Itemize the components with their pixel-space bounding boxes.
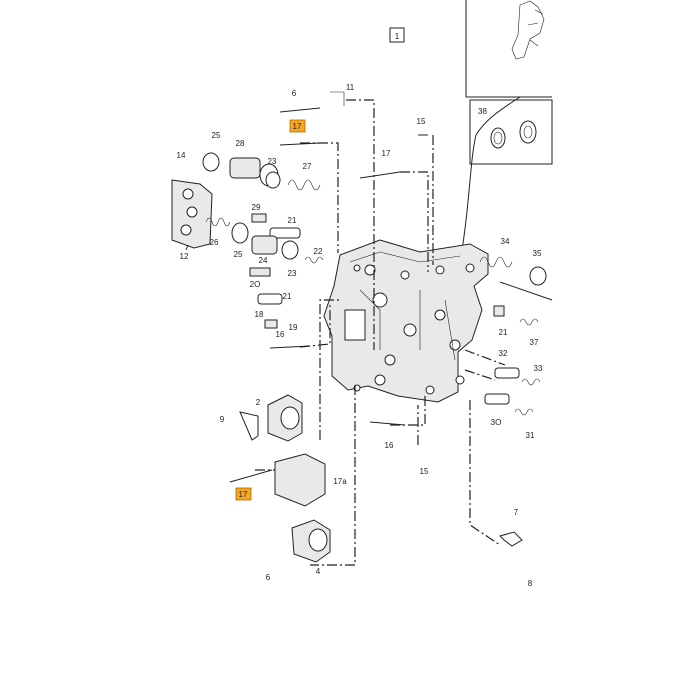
part-label: 17a [333, 477, 347, 486]
left-components [202, 91, 428, 483]
part-label: 29 [252, 203, 261, 212]
part-label: 15 [420, 467, 429, 476]
view-tag-label: 1 [395, 32, 400, 41]
right-components [479, 256, 553, 416]
part-label: 16 [276, 330, 285, 339]
part-label: 21 [283, 292, 292, 301]
part-label: 7 [514, 508, 519, 517]
part-label: 32 [499, 349, 508, 358]
seal-inset: 38 [469, 99, 553, 165]
part-label: 9 [220, 415, 225, 424]
part-label: 23 [268, 157, 277, 166]
part-label: 22 [314, 247, 323, 256]
left-cover-plate [171, 179, 213, 251]
part-label: 24 [259, 256, 268, 265]
part-label: 27 [303, 162, 312, 171]
part-label-highlighted: 17 [293, 122, 302, 131]
part-label: 35 [533, 249, 542, 258]
part-label: 6 [266, 573, 271, 582]
part-label: 21 [288, 216, 297, 225]
part-label: 2O [250, 280, 261, 289]
part-label: 25 [212, 131, 221, 140]
solenoid-valves [239, 394, 523, 563]
part-label: 8 [528, 579, 533, 588]
part-label: 2 [256, 398, 261, 407]
part-label: 6 [292, 89, 297, 98]
part-label: 17 [382, 149, 391, 158]
inset-housing-sketch [511, 0, 545, 60]
part-label: 37 [530, 338, 539, 347]
highlight-box-17b [235, 487, 252, 501]
valve-body-housing [323, 239, 489, 403]
highlight-box-17a [289, 119, 306, 133]
part-label: 28 [236, 139, 245, 148]
part-label: 16 [385, 441, 394, 450]
inset-pointer-line [461, 96, 521, 251]
part-label: 3O [491, 418, 502, 427]
assembly-lines [255, 99, 506, 566]
part-label: 14 [177, 151, 186, 160]
part-label: 15 [417, 117, 426, 126]
part-label: 26 [210, 238, 219, 247]
part-label: 31 [526, 431, 535, 440]
part-label: 12 [180, 252, 189, 261]
part-label: 19 [289, 323, 298, 332]
inset-frame-top [465, 0, 552, 98]
part-label-highlighted: 17 [239, 490, 248, 499]
view-tag: 1 [389, 27, 405, 43]
part-label: 25 [234, 250, 243, 259]
part-label: 18 [255, 310, 264, 319]
part-label: 11 [346, 83, 355, 92]
part-label: 23 [288, 269, 297, 278]
part-label: 4 [316, 567, 321, 576]
part-label: 34 [501, 237, 510, 246]
part-label: 21 [499, 328, 508, 337]
inset-part-label: 38 [478, 107, 487, 116]
part-label: 33 [534, 364, 543, 373]
